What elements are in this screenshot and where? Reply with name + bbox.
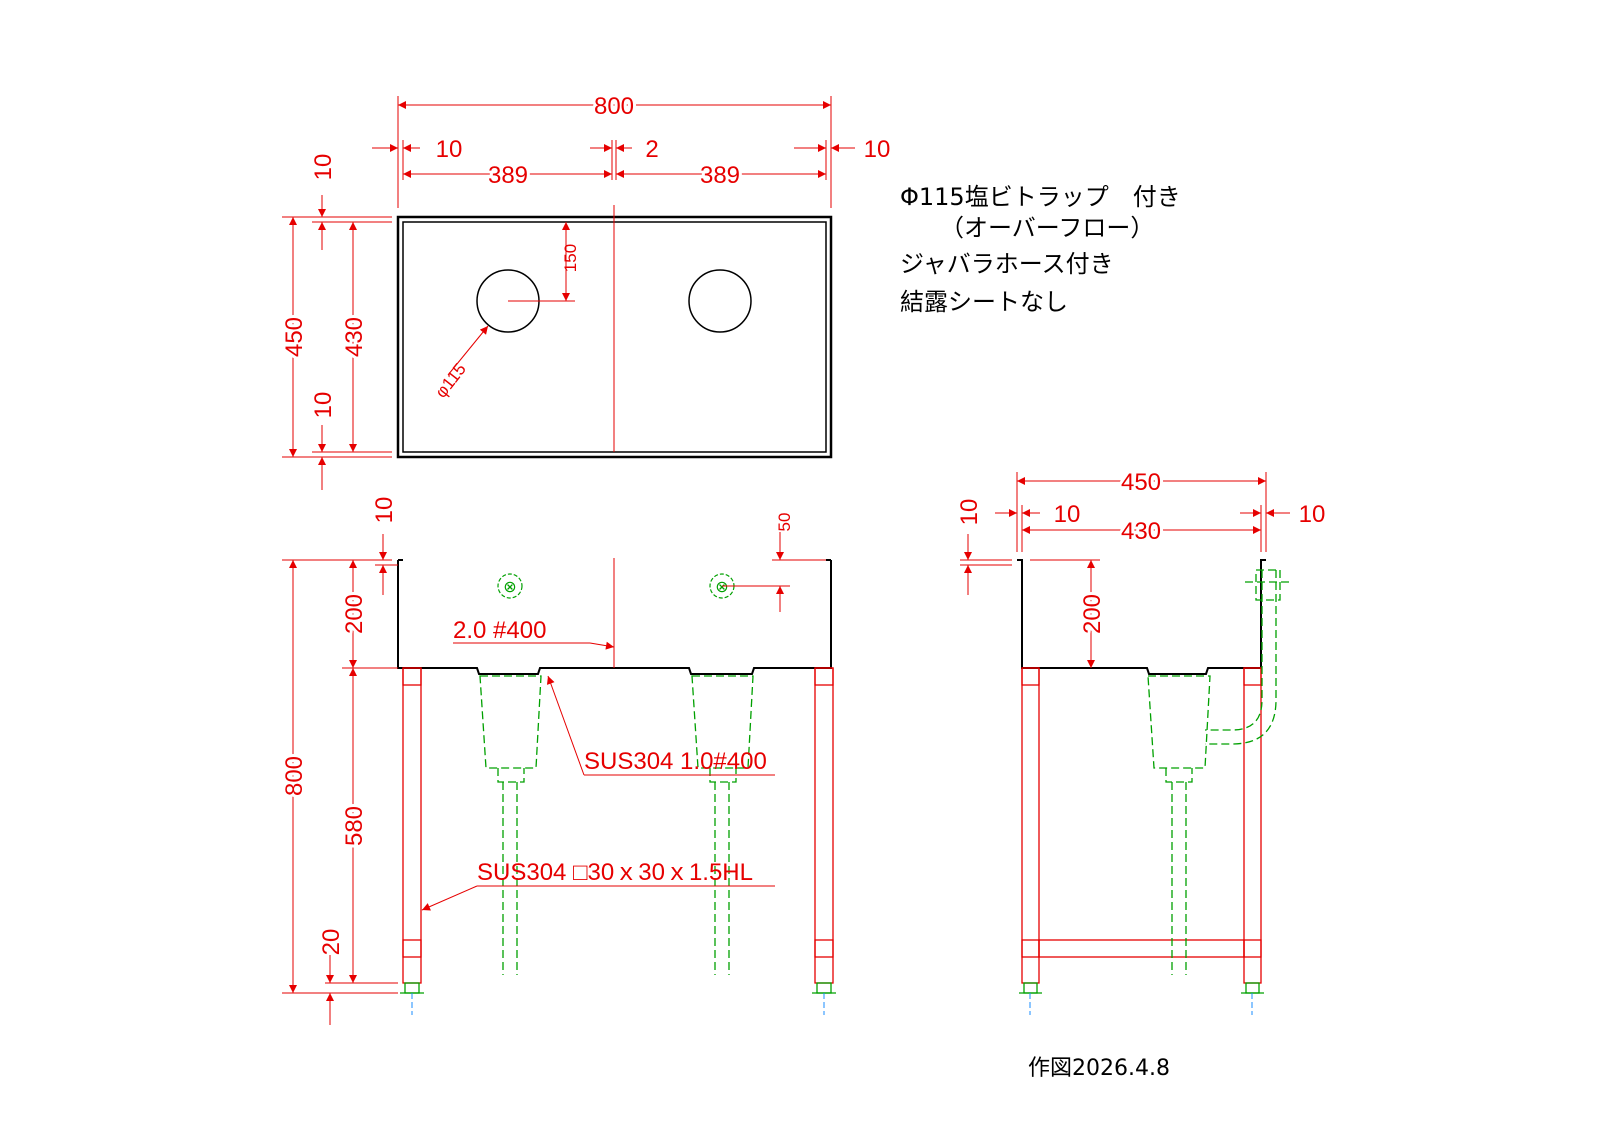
dim-side-right-margin: 10 <box>1299 501 1326 528</box>
dim-side-total-depth: 450 <box>1121 469 1161 496</box>
dim-front-leg-height: 580 <box>341 806 368 846</box>
svg-text:⊗: ⊗ <box>503 577 516 596</box>
dim-plan-drain-dia: φ115 <box>431 360 469 402</box>
note-condensation: 結露シートなし <box>900 288 1068 316</box>
dim-plan-divider: 2 <box>645 136 658 163</box>
side-leg-left <box>1021 667 1040 984</box>
dim-plan-bottom-margin: 10 <box>310 392 337 419</box>
dim-front-overflow-offset: 50 <box>775 513 794 532</box>
dim-side-bowl-depth: 200 <box>1079 594 1106 634</box>
label-bowl-spec: 2.0 #400 <box>453 617 546 644</box>
note-trap: Φ115塩ビトラップ 付き <box>900 183 1181 211</box>
dim-side-rim: 10 <box>956 499 983 526</box>
dim-plan-depth: 450 <box>281 317 308 357</box>
dim-side-left-margin: 10 <box>1054 501 1081 528</box>
dim-plan-inner-depth: 430 <box>341 317 368 357</box>
drawing-date: 作図2026.4.8 <box>1028 1056 1170 1081</box>
dim-front-total-height: 800 <box>281 756 308 796</box>
dim-plan-top-margin: 10 <box>310 154 337 181</box>
front-leg-left <box>402 667 422 984</box>
side-trap <box>1147 675 1211 769</box>
front-view: ⊗ ⊗ <box>278 497 836 1025</box>
notes-block: Φ115塩ビトラップ 付き （オーバーフロー） ジャバラホース付き 結露シートな… <box>900 183 1181 316</box>
dim-front-rim: 10 <box>371 497 398 524</box>
label-leg-spec: SUS304 □30ｘ30ｘ1.5HL <box>477 859 753 886</box>
dim-plan-right-margin: 10 <box>864 136 891 163</box>
overflow-hose <box>1205 570 1277 745</box>
plan-drain-right <box>688 269 752 333</box>
dim-plan-drain-offset: 150 <box>561 244 580 272</box>
dim-plan-right-bowl: 389 <box>700 162 740 189</box>
overflow-left-icon <box>497 573 523 599</box>
plan-view: 800 10 2 10 389 389 450 430 10 10 <box>278 90 891 490</box>
side-crossbar <box>1038 939 1245 958</box>
side-view: 450 10 10 430 10 200 <box>956 466 1326 1015</box>
front-leg-right <box>814 667 834 984</box>
dim-plan-total-width: 800 <box>594 93 634 120</box>
dim-plan-left-bowl: 389 <box>488 162 528 189</box>
dim-side-inner-depth: 430 <box>1121 518 1161 545</box>
side-leg-right <box>1243 667 1262 984</box>
trap-right <box>691 675 754 769</box>
dim-front-bowl-depth: 200 <box>341 594 368 634</box>
note-hose: ジャバラホース付き <box>900 250 1114 278</box>
label-body-spec: SUS304 1.0#400 <box>584 748 767 775</box>
note-overflow: （オーバーフロー） <box>940 214 1154 242</box>
dim-front-foot: 20 <box>318 929 345 956</box>
side-bowl-outline <box>1017 559 1266 675</box>
trap-left <box>479 675 542 769</box>
dim-plan-left-margin: 10 <box>436 136 463 163</box>
